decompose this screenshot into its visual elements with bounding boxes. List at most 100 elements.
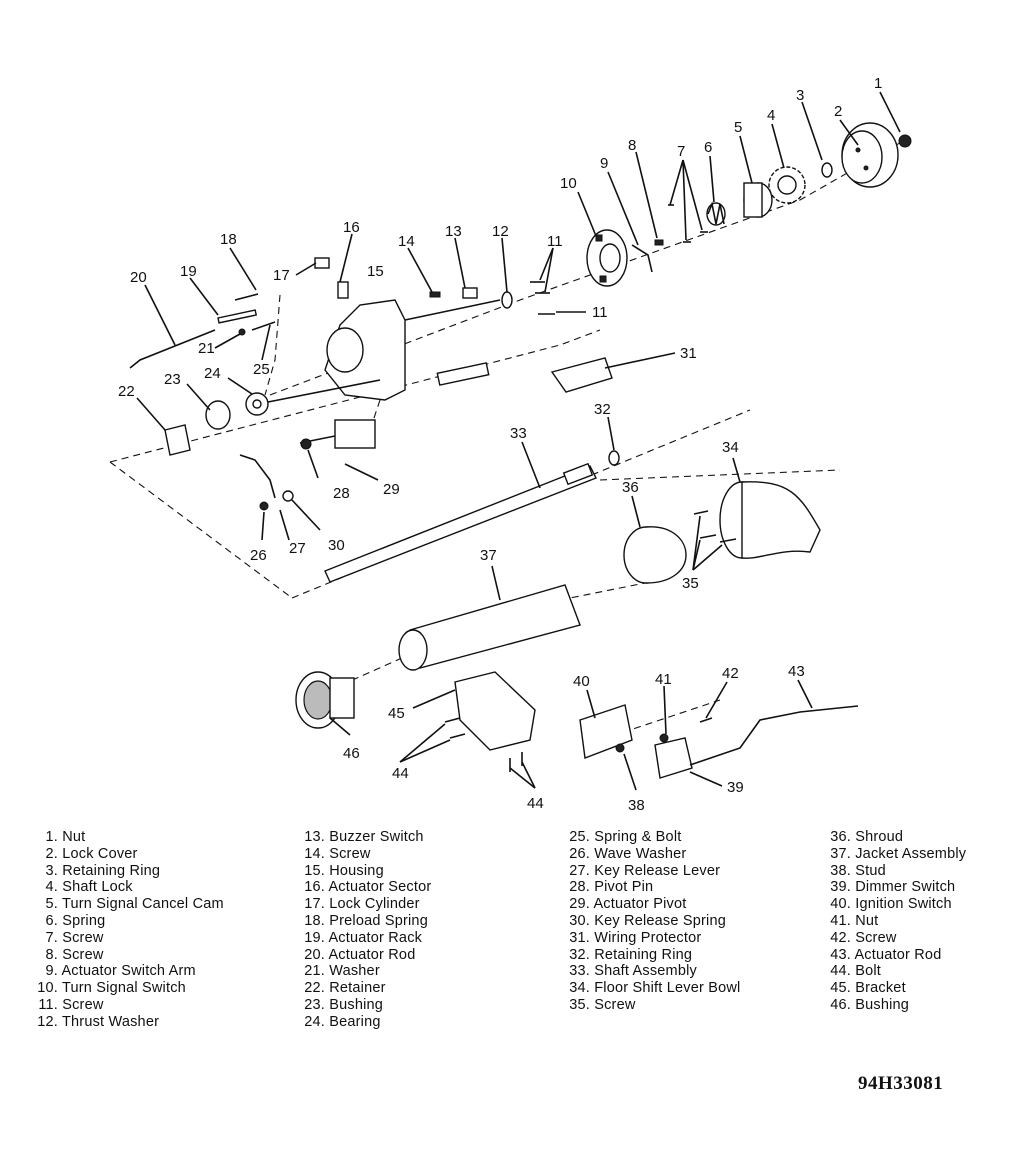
legend-item: 40. Ignition Switch (825, 896, 966, 913)
legend-number: 38. (830, 862, 851, 879)
legend-item: 35. Screw (565, 997, 740, 1014)
callout-28: 28 (333, 485, 350, 502)
part-wave-washer (259, 501, 269, 511)
legend-label: Screw (329, 845, 371, 862)
legend-item: 41. Nut (825, 913, 966, 930)
callout-27: 27 (289, 540, 306, 557)
legend-number: 10. (37, 980, 58, 997)
callout-10: 10 (560, 175, 577, 192)
legend-label: Retaining Ring (62, 862, 161, 879)
legend-label: Key Release Lever (594, 862, 721, 879)
legend-number: 4. (45, 879, 58, 896)
part-thrust-washer (501, 291, 513, 309)
legend-number: 5. (45, 896, 58, 913)
callout-44-left: 44 (392, 765, 409, 782)
legend-item: 25. Spring & Bolt (565, 829, 740, 846)
part-screw-11 (530, 281, 555, 315)
part-turn-signal-switch (586, 229, 628, 287)
callout-13: 13 (445, 223, 462, 240)
legend-number: 43. (830, 946, 851, 963)
legend-item: 36. Shroud (825, 829, 966, 846)
part-shroud (623, 526, 687, 584)
legend-number: 44. (830, 963, 851, 980)
legend-number: 7. (45, 929, 58, 946)
legend-number: 18. (304, 912, 325, 929)
legend-number: 42. (830, 929, 851, 946)
callout-22: 22 (118, 383, 135, 400)
legend-number: 19. (304, 929, 325, 946)
legend-number: 26. (569, 845, 590, 862)
legend-number: 37. (830, 845, 851, 862)
legend-label: Housing (329, 862, 384, 879)
part-actuator-pivot (299, 419, 376, 449)
part-shaft-lock (768, 166, 806, 204)
legend-number: 34. (569, 980, 590, 997)
legend-label: Screw (62, 996, 104, 1013)
legend-label: Bushing (855, 996, 910, 1013)
legend-number: 8. (45, 946, 58, 963)
legend-label: Stud (855, 862, 886, 879)
legend-item: 10. Turn Signal Switch (36, 980, 224, 997)
legend-label: Washer (329, 963, 380, 980)
legend-item: 46. Bushing (825, 997, 966, 1014)
callout-24: 24 (204, 365, 221, 382)
callout-43: 43 (788, 663, 805, 680)
part-screw-14 (429, 291, 441, 298)
part-screw-7 (668, 204, 708, 243)
part-stud (615, 743, 625, 753)
legend-number: 29. (569, 896, 590, 913)
callout-41: 41 (655, 671, 672, 688)
legend-item: 18. Preload Spring (299, 913, 431, 930)
part-key-release-spring (282, 490, 294, 502)
callout-42: 42 (722, 665, 739, 682)
legend-label: Ignition Switch (855, 896, 952, 913)
legend-label: Actuator Rod (854, 946, 942, 963)
legend-number: 21. (304, 963, 325, 980)
legend-label: Turn Signal Cancel Cam (61, 896, 224, 913)
legend-label: Bracket (855, 980, 906, 997)
legend-item: 12. Thrust Washer (36, 1014, 224, 1031)
callout-30: 30 (328, 537, 345, 554)
legend-item: 38. Stud (825, 863, 966, 880)
legend-number: 30. (569, 912, 590, 929)
callout-numbers: 1 2 3 4 5 6 7 8 9 10 11 11 12 13 14 15 1… (118, 75, 882, 814)
part-nut-41 (659, 733, 669, 743)
legend-item: 30. Key Release Spring (565, 913, 740, 930)
callout-31: 31 (680, 345, 697, 362)
legend-item: 17. Lock Cylinder (299, 896, 431, 913)
legend-label: Actuator Pivot (593, 896, 687, 913)
legend-label: Wiring Protector (594, 929, 702, 946)
part-bushing-23 (205, 400, 231, 430)
legend-label: Nut (62, 829, 86, 845)
legend-number: 33. (569, 963, 590, 980)
part-lock-cylinder (314, 257, 330, 269)
legend-number: 15. (304, 862, 325, 879)
part-screw-8 (654, 239, 664, 246)
legend-item: 33. Shaft Assembly (565, 963, 740, 980)
part-ignition-switch (579, 704, 633, 759)
legend-number: 28. (569, 879, 590, 896)
callout-44-bottom: 44 (527, 795, 544, 812)
callout-11-top: 11 (547, 233, 563, 250)
legend-number: 36. (830, 829, 851, 845)
legend-item: 6. Spring (36, 913, 224, 930)
legend-label: Pivot Pin (594, 879, 654, 896)
legend-label: Screw (855, 929, 897, 946)
callout-33: 33 (510, 425, 527, 442)
legend-item: 43. Actuator Rod (825, 947, 966, 964)
callout-6: 6 (704, 139, 712, 156)
legend-item: 37. Jacket Assembly (825, 846, 966, 863)
callout-21: 21 (198, 340, 215, 357)
legend-label: Bolt (855, 963, 882, 980)
legend-label: Lock Cover (62, 845, 138, 862)
legend-label: Jacket Assembly (855, 845, 967, 862)
legend-item: 4. Shaft Lock (36, 879, 224, 896)
legend-label: Actuator Sector (328, 879, 432, 896)
legend-number: 32. (569, 946, 590, 963)
legend-label: Screw (62, 929, 104, 946)
legend-number: 31. (569, 929, 590, 946)
callout-38: 38 (628, 797, 645, 814)
legend-label: Bearing (329, 1013, 381, 1030)
